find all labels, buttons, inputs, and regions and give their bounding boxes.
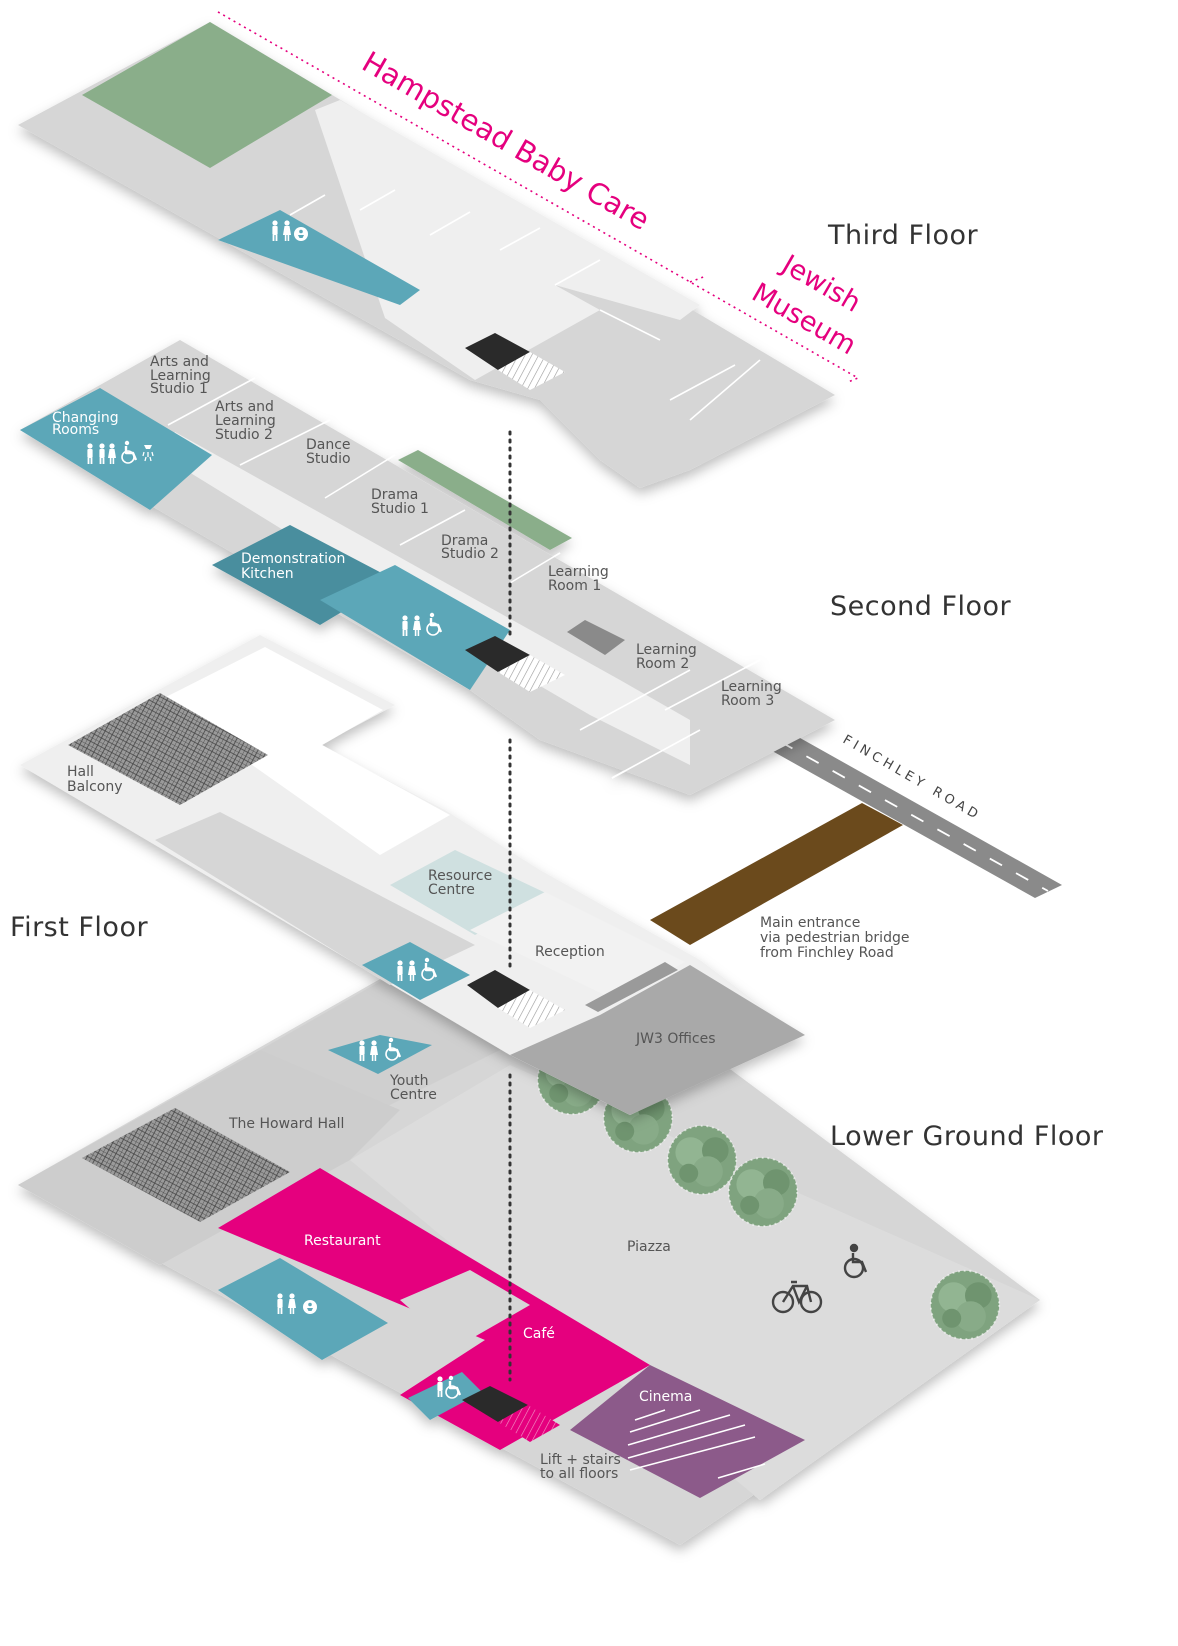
youth-facilities[interactable] bbox=[328, 1035, 432, 1074]
first-floor-title: First Floor bbox=[10, 912, 148, 943]
howard-hall-label: The Howard Hall bbox=[228, 1116, 344, 1132]
second-stairs[interactable] bbox=[498, 655, 565, 692]
lower-accessible-wc[interactable] bbox=[408, 1372, 482, 1420]
changing-rooms-label: Changing bbox=[52, 410, 119, 426]
cafe-label: Café bbox=[523, 1326, 555, 1342]
third-room-walls bbox=[289, 189, 761, 421]
howard-hall-seating bbox=[82, 1108, 290, 1222]
jw3-offices-room[interactable] bbox=[510, 965, 805, 1115]
third-floor bbox=[18, 22, 835, 488]
changing-rooms[interactable] bbox=[20, 388, 212, 510]
first-floor-void bbox=[160, 647, 450, 855]
demonstration-kitchen-label: Demonstration bbox=[241, 551, 345, 567]
first-floor bbox=[20, 635, 805, 1115]
second-floor bbox=[20, 340, 835, 795]
lower-toilets[interactable] bbox=[218, 1258, 388, 1360]
drama-studio-2-label: Studio 2 bbox=[441, 546, 499, 562]
restaurant-label: Restaurant bbox=[304, 1233, 381, 1249]
tree-icon bbox=[727, 1156, 799, 1228]
lower-ground-floor-title: Lower Ground Floor bbox=[830, 1121, 1104, 1152]
reception-counter bbox=[585, 962, 678, 1012]
drama-studio-1-label: Drama bbox=[371, 487, 418, 503]
piazza-area[interactable] bbox=[350, 1065, 1040, 1500]
second-lift[interactable] bbox=[465, 636, 530, 672]
arts-studio-2-label: Arts and bbox=[215, 399, 274, 415]
lift-stairs-label: to all floors bbox=[540, 1466, 618, 1482]
lower-stairs[interactable] bbox=[498, 1405, 560, 1442]
jw3-offices-label: JW3 Offices bbox=[635, 1031, 716, 1047]
arts-studio-1-label: Arts and bbox=[150, 354, 209, 370]
arts-studio-2-label: Learning bbox=[215, 413, 276, 429]
hall-balcony-label: Balcony bbox=[67, 779, 123, 795]
resource-centre-label: Resource bbox=[428, 868, 492, 884]
lower-ground-floor bbox=[18, 905, 1040, 1545]
third-stairs[interactable] bbox=[498, 352, 565, 390]
third-lift[interactable] bbox=[465, 333, 530, 370]
third-green-roof bbox=[82, 22, 332, 168]
learning-room-3-label: Learning bbox=[721, 679, 782, 695]
hall-balcony-label: Hall bbox=[67, 764, 94, 780]
drama-studio-1-label: Studio 1 bbox=[371, 501, 429, 517]
second-bridge-link bbox=[567, 620, 625, 655]
tenant-boundary bbox=[217, 11, 860, 383]
second-room-walls bbox=[167, 377, 761, 779]
drama-studio-2-label: Drama bbox=[441, 533, 488, 549]
dance-studio-label: Studio bbox=[306, 451, 351, 467]
piazza-label: Piazza bbox=[627, 1239, 671, 1255]
lift-stairs-label: Lift + stairs bbox=[540, 1452, 621, 1468]
cinema-seats bbox=[627, 1409, 766, 1479]
main-entrance-label: Main entrance bbox=[760, 915, 860, 931]
arts-studio-1-label: Studio 1 bbox=[150, 381, 208, 397]
reception-label: Reception bbox=[535, 944, 605, 960]
learning-room-3-label: Room 3 bbox=[721, 693, 774, 709]
arts-studio-1-label: Learning bbox=[150, 368, 211, 384]
first-lift[interactable] bbox=[467, 970, 530, 1008]
tenant-divider bbox=[689, 275, 707, 283]
resource-centre-label: Centre bbox=[428, 882, 475, 898]
second-floor-title: Second Floor bbox=[830, 591, 1012, 622]
learning-room-2-label: Room 2 bbox=[636, 656, 689, 672]
pedestrian-bridge bbox=[650, 803, 903, 945]
youth-centre-label: Centre bbox=[390, 1087, 437, 1103]
piazza-accessible-icon bbox=[843, 1243, 868, 1279]
youth-centre-label: Youth bbox=[389, 1073, 429, 1089]
second-green-strip bbox=[398, 450, 572, 550]
changing-rooms-label: Rooms bbox=[52, 422, 99, 438]
finchley-road bbox=[740, 720, 1062, 898]
learning-room-1-label: Learning bbox=[548, 564, 609, 580]
third-floor-title: Third Floor bbox=[827, 220, 979, 251]
tree-icon bbox=[666, 1124, 738, 1196]
first-toilets[interactable] bbox=[362, 942, 470, 1000]
second-floor-base bbox=[20, 340, 835, 795]
demonstration-kitchen-label: Kitchen bbox=[241, 566, 294, 582]
main-entrance-label: via pedestrian bridge bbox=[760, 930, 909, 946]
tree-icon bbox=[929, 1269, 1001, 1341]
lower-lift[interactable] bbox=[462, 1386, 528, 1422]
arts-studio-2-label: Studio 2 bbox=[215, 427, 273, 443]
learning-room-1-label: Room 1 bbox=[548, 578, 601, 594]
hall-balcony-seating bbox=[68, 693, 268, 805]
dance-studio-label: Dance bbox=[306, 437, 351, 453]
cafe-area[interactable] bbox=[400, 1270, 530, 1348]
first-stairs[interactable] bbox=[498, 990, 565, 1028]
cinema-room[interactable] bbox=[570, 1365, 805, 1498]
first-floor-rooms bbox=[155, 812, 475, 985]
third-floor-corridor bbox=[315, 100, 700, 380]
reception-area bbox=[470, 892, 685, 1000]
main-entrance-label: from Finchley Road bbox=[760, 945, 894, 961]
learning-room-2-label: Learning bbox=[636, 642, 697, 658]
bicycle-icon bbox=[771, 1280, 823, 1314]
cinema-label: Cinema bbox=[639, 1389, 692, 1405]
third-toilets[interactable] bbox=[218, 210, 420, 305]
